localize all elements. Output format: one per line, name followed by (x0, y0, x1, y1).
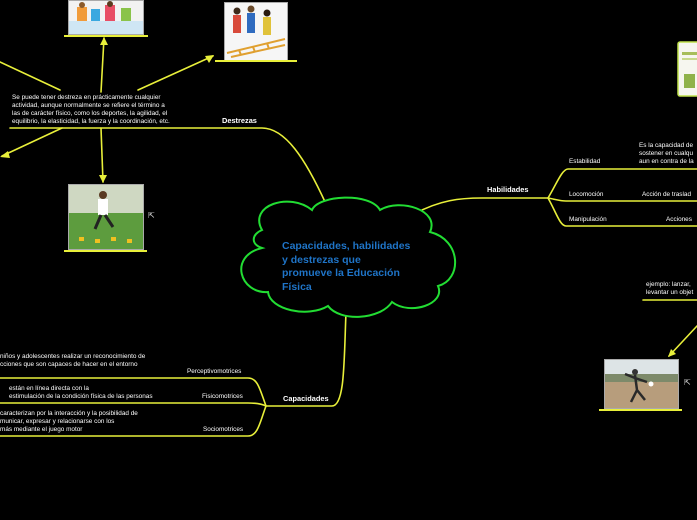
central-cloud-shape (240, 196, 456, 318)
photo-kids-stretching[interactable] (68, 0, 144, 35)
subtopic-fisicomotrices[interactable]: Fisicomotrices (202, 393, 243, 400)
connector-center-habilidades (413, 197, 549, 215)
book-image-partial (677, 41, 697, 97)
photo-throwing-ball[interactable] (604, 359, 679, 409)
locomocion-description[interactable]: Acción de traslad (642, 191, 692, 198)
connector-destrezas-photo-bottom (100, 127, 104, 183)
destrezas-description[interactable]: Se puede tener destreza en prácticamente… (12, 94, 170, 125)
estabilidad-description[interactable]: Es la capacidad de sostener en cualqu au… (639, 142, 694, 165)
central-topic-title[interactable]: Capacidades, habilidades y destrezas que… (282, 240, 411, 293)
manipulacion-example[interactable]: ejemplo: lanzar, levantar un objet (646, 281, 694, 296)
connector-fisico (0, 402, 267, 407)
connector-example-photo (668, 325, 697, 357)
external-link-icon[interactable]: ⇱ (148, 211, 155, 220)
perceptivomotrices-description[interactable]: niños y adolescentes realizar un reconoc… (0, 353, 146, 368)
connector-center-destrezas (9, 127, 327, 205)
connector-manipulacion (547, 197, 697, 227)
photo-underline-top (64, 35, 148, 37)
topic-destrezas[interactable]: Destrezas (222, 116, 257, 125)
fisicomotrices-description[interactable]: están en línea directa con la estimulaci… (9, 385, 153, 400)
photo-underline-throwing (599, 409, 682, 411)
subtopic-estabilidad[interactable]: Estabilidad (569, 158, 601, 165)
photo-underline-runner (64, 250, 147, 252)
arrowhead-example-photo (668, 349, 676, 357)
photo-kids-agility-ladder[interactable] (224, 2, 288, 61)
manipulacion-description[interactable]: Acciones (666, 216, 692, 223)
connector-destrezas-left-down (1, 127, 63, 157)
external-link-icon[interactable]: ⇱ (684, 378, 691, 387)
connector-destrezas-photo-right (137, 55, 214, 91)
photo-runner-cones[interactable] (68, 184, 144, 250)
connector-destrezas-left-up (0, 61, 61, 91)
arrowhead-photo-top (100, 37, 108, 45)
arrowhead-photo-right (205, 55, 214, 63)
connector-estabilidad (547, 168, 697, 199)
subtopic-locomocion[interactable]: Locomoción (569, 191, 604, 198)
subtopic-manipulacion[interactable]: Manipulación (569, 216, 607, 223)
subtopic-sociomotrices[interactable]: Sociomotrices (203, 426, 244, 433)
connector-center-capacidades (265, 311, 347, 407)
photo-underline-ladder (215, 60, 297, 62)
subtopic-perceptivomotrices[interactable]: Perceptivomotrices (187, 368, 242, 375)
sociomotrices-description[interactable]: caracterizan por la interacción y la pos… (0, 410, 138, 433)
arrowhead-left-down (0, 151, 10, 158)
arrowhead-photo-bottom (99, 175, 107, 183)
topic-capacidades[interactable]: Capacidades (283, 394, 329, 403)
topic-habilidades[interactable]: Habilidades (487, 185, 529, 194)
connector-locomocion (547, 197, 697, 202)
connector-socio (0, 405, 267, 437)
connector-destrezas-photo-top (100, 37, 105, 93)
connector-perceptivo (0, 377, 267, 407)
